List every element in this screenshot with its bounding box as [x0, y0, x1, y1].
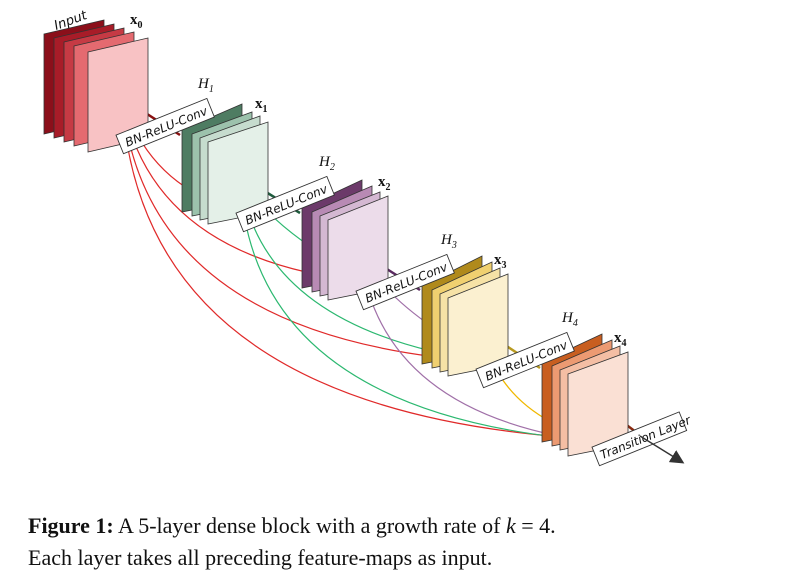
layer-label-h1: H1: [197, 76, 214, 95]
layer-label-h3: H3: [440, 232, 457, 251]
connection-x0-to-transition: [121, 97, 613, 441]
map-label-x4: x4: [614, 330, 627, 349]
feature-map-stack-x4: [541, 333, 629, 457]
layer-label-h4: H4: [561, 310, 578, 329]
figure-caption: Figure 1: A 5-layer dense block with a g…: [28, 510, 768, 574]
caption-k-value: 4.: [539, 513, 556, 538]
map-label-x1: x1: [255, 96, 268, 115]
feature-map-stack-x0: [43, 19, 149, 153]
svg-text:x1: x1: [255, 96, 268, 115]
svg-text:x0: x0: [130, 12, 143, 31]
caption-k-symbol: k: [505, 513, 516, 538]
svg-text:x2: x2: [378, 174, 391, 193]
svg-text:x4: x4: [614, 330, 627, 349]
feature-map-stack-x2: [301, 179, 389, 301]
map-label-x2: x2: [378, 174, 391, 193]
feature-map-stack-x1: [181, 103, 269, 225]
transition-output-arrow: [639, 435, 685, 464]
svg-text:H2: H2: [318, 154, 335, 173]
caption-label: Figure 1:: [28, 513, 114, 538]
feature-map-stack-x3: [421, 255, 509, 377]
connection-x0-to-h3: [121, 97, 491, 363]
caption-equals: =: [521, 513, 534, 538]
layer-label-h2: H2: [318, 154, 335, 173]
map-label-x0: x0: [130, 12, 143, 31]
svg-text:H1: H1: [197, 76, 214, 95]
map-label-x3: x3: [494, 252, 507, 271]
caption-line-1: Figure 1: A 5-layer dense block with a g…: [28, 510, 768, 542]
dense-block-diagram: BN-ReLU-Conv BN-ReLU-Conv BN-ReLU-Conv B…: [43, 8, 694, 467]
connection-x1-to-transition: [239, 175, 613, 443]
svg-text:H3: H3: [440, 232, 457, 251]
svg-text:H4: H4: [561, 310, 578, 329]
caption-line-2: Each layer takes all preceding feature-m…: [28, 545, 493, 570]
caption-line1-text: A 5-layer dense block with a growth rate…: [118, 513, 501, 538]
svg-text:x3: x3: [494, 252, 507, 271]
